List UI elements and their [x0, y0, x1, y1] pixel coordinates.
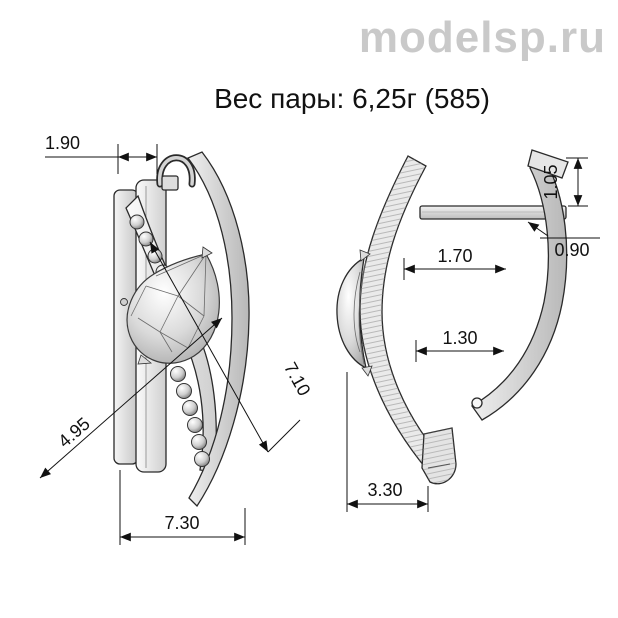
side-band-hatch [360, 156, 450, 480]
dim-label: 1.30 [442, 328, 477, 348]
bead [191, 434, 207, 450]
bead [187, 417, 203, 433]
dimension-line [39, 317, 223, 479]
side-prong-bottom [361, 365, 373, 377]
dim-label: 7.10 [280, 359, 314, 399]
leader-arrow [527, 221, 549, 237]
dim-lever-width: 1.30 [415, 328, 504, 362]
dim-label: 1.70 [437, 246, 472, 266]
hinge-detail-line [427, 463, 451, 469]
front-view [113, 151, 250, 508]
side-view [336, 149, 569, 485]
dim-label: 0.90 [554, 240, 589, 260]
facet-line [130, 285, 147, 317]
dim-label: 3.30 [367, 480, 402, 500]
ear-hook-wire-highlight [158, 156, 194, 186]
clasp-lever [471, 157, 568, 421]
page-title: Вес пары: 6,25г (585) [214, 83, 490, 114]
side-prong-top [359, 249, 371, 262]
stone-prong-side [120, 298, 128, 306]
hinge-fitting-hatch [422, 428, 456, 484]
dim-stone-depth: 1.70 [403, 246, 506, 280]
bead [170, 366, 186, 382]
dim-label: 4.95 [54, 413, 94, 451]
lever-top-tab [527, 149, 569, 179]
hook-base [161, 175, 179, 191]
dim-hook-height: 1.05 [541, 157, 588, 207]
dim-label: 7.30 [164, 513, 199, 533]
bead [138, 231, 154, 247]
side-stone [336, 256, 367, 370]
side-stone-facet [358, 261, 367, 365]
bead [182, 400, 198, 416]
watermark-text: modelsp.ru [359, 13, 606, 62]
dim-strip-width: 1.90 [45, 133, 158, 174]
lever-hole [471, 397, 483, 409]
dim-label: 1.90 [45, 133, 80, 153]
extension-line [267, 419, 301, 453]
bead [194, 451, 210, 467]
dim-wire-diameter: 0.90 [527, 221, 600, 260]
dim-label: 1.05 [541, 164, 561, 199]
dim-total-width: 7.30 [119, 470, 246, 545]
bead [176, 383, 192, 399]
dim-side-depth: 3.30 [346, 372, 429, 512]
bead [129, 214, 145, 230]
side-stone-facet [353, 271, 361, 353]
